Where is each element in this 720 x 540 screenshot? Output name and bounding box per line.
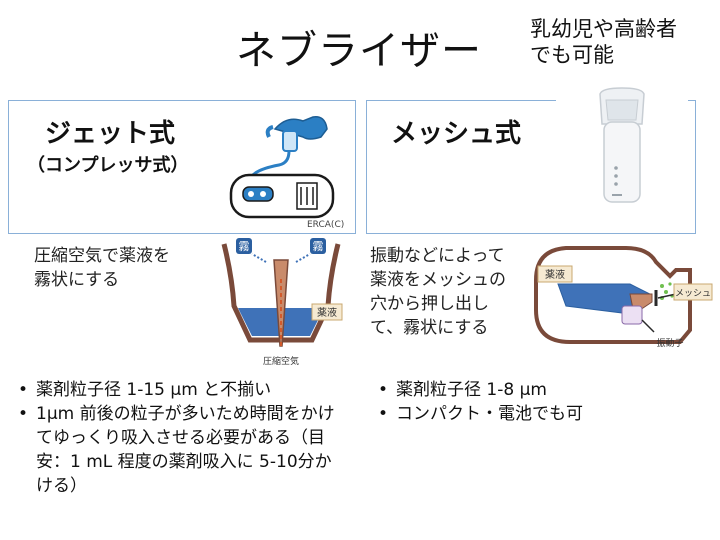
- mesh-device-image: [556, 64, 688, 214]
- jet-title: ジェット式: [45, 119, 176, 149]
- note-text: 乳幼児や高齢者 でも可能: [530, 16, 677, 68]
- note-line: 乳幼児や高齢者: [530, 17, 677, 41]
- jet-subtitle: （コンプレッサ式）: [27, 155, 189, 176]
- desc-line: て、霧状にする: [370, 318, 489, 338]
- compressor-device-image: [229, 116, 335, 219]
- desc-line: 薬液をメッシュの: [370, 270, 506, 290]
- jet-mechanism-diagram: 霧 霧 薬液 圧縮空気: [221, 238, 343, 367]
- note-line: でも可能: [530, 43, 614, 67]
- image-credit: ERCA(C): [307, 220, 345, 230]
- compressed-air-label: 圧縮空気: [263, 355, 299, 367]
- page-title: ネブライザー: [236, 28, 482, 74]
- mesh-mechanism-diagram: 薬液 メッシュ 振動子: [534, 246, 713, 349]
- vibrator-label: 振動子: [656, 337, 683, 349]
- liquid-label: 薬液: [545, 268, 565, 281]
- jet-panel: ジェット式 （コンプレッサ式） ERCA(C): [8, 100, 356, 234]
- mesh-description: 振動などによって 薬液をメッシュの 穴から押し出し て、霧状にする: [370, 244, 506, 340]
- mesh-label: メッシュ: [675, 289, 711, 299]
- desc-line: 霧状にする: [34, 270, 120, 290]
- jet-bullet-list: 薬剤粒子径 1-15 μm と不揃い 1μm 前後の粒子が多いため時間をかけてゆ…: [16, 378, 346, 498]
- list-item: 薬剤粒子径 1-15 μm と不揃い: [16, 378, 346, 402]
- list-item: 薬剤粒子径 1-8 μm: [376, 378, 706, 402]
- mesh-title: メッシュ式: [391, 119, 522, 149]
- mist-label-left: 霧: [239, 240, 250, 253]
- mist-label-right: 霧: [313, 240, 324, 253]
- list-item: コンパクト・電池でも可: [376, 402, 706, 426]
- mesh-bullet-list: 薬剤粒子径 1-8 μm コンパクト・電池でも可: [376, 378, 706, 426]
- desc-line: 穴から押し出し: [370, 294, 489, 314]
- desc-line: 圧縮空気で薬液を: [34, 246, 170, 266]
- liquid-label: 薬液: [317, 306, 337, 319]
- desc-line: 振動などによって: [370, 246, 505, 266]
- list-item: 1μm 前後の粒子が多いため時間をかけてゆっくり吸入させる必要がある（目安：1 …: [16, 402, 346, 498]
- jet-description: 圧縮空気で薬液を 霧状にする: [34, 244, 170, 292]
